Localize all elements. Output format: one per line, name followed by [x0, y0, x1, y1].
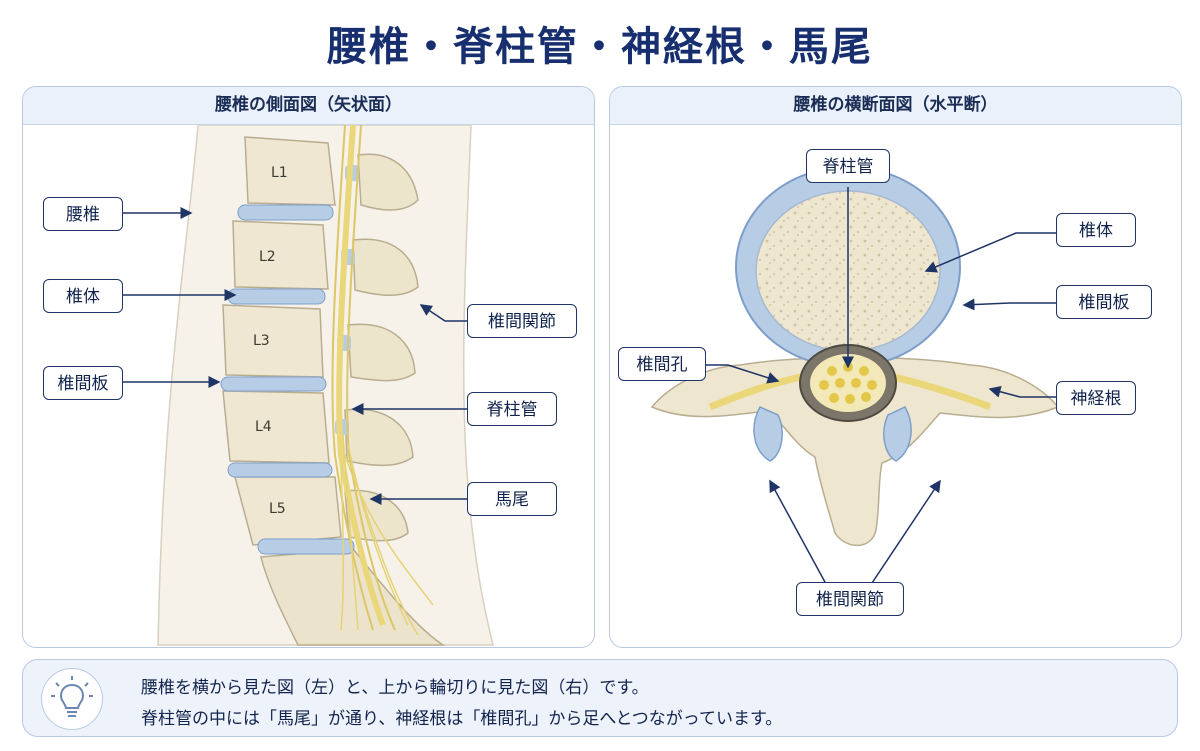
- vertebral-bodies: [222, 136, 446, 646]
- caption-box: 腰椎を横から見た図（左）と、上から輪切りに見た図（右）です。 脊柱管の中には「馬…: [22, 659, 1178, 737]
- label-lumbar: 腰椎: [43, 197, 123, 231]
- disc-l3-l4: [220, 376, 327, 392]
- vertebra-l1: [244, 136, 336, 206]
- sagittal-panel: 腰椎の側面図（矢状面）: [22, 86, 595, 648]
- label-facet-joint-axial: 椎間関節: [796, 582, 904, 616]
- sacrum: [260, 548, 446, 646]
- vertebra-l3: [222, 304, 324, 378]
- label-facet-joint: 椎間関節: [467, 304, 577, 338]
- axial-panel-header: 腰椎の横断面図（水平断）: [610, 87, 1181, 125]
- leader-lines-right: [706, 187, 1056, 596]
- label-disc: 椎間板: [43, 366, 123, 400]
- vertebra-label-l1: L1: [271, 165, 288, 181]
- disc-l5-s1: [257, 538, 355, 555]
- disc-l4-l5: [227, 462, 333, 478]
- label-spinal-canal-axial: 脊柱管: [806, 149, 890, 183]
- spinous-process-1: [357, 153, 419, 211]
- label-spinal-canal: 脊柱管: [467, 392, 557, 426]
- spinous-process-2: [352, 238, 419, 296]
- sagittal-panel-header: 腰椎の側面図（矢状面）: [23, 87, 594, 125]
- label-cauda-equina: 馬尾: [467, 482, 557, 516]
- vertebra-l5: [234, 476, 342, 546]
- spinous-process-3: [347, 323, 416, 382]
- lightbulb-icon: [41, 668, 103, 730]
- vertebra-l4: [222, 390, 330, 464]
- nerve-root-left: [708, 371, 811, 411]
- disc-l2-l3: [227, 288, 326, 305]
- intervertebral-discs: [220, 204, 355, 555]
- vertebra-label-l5: L5: [269, 501, 286, 517]
- vertebra-label-l3: L3: [253, 333, 270, 349]
- axial-panel: 腰椎の横断面図（水平断）: [609, 86, 1182, 648]
- posterior-elements: [335, 153, 419, 542]
- label-disc-axial: 椎間板: [1056, 285, 1152, 319]
- caption-line-2: 脊柱管の中には「馬尾」が通り、神経根は「椎間孔」から足へとつながっています。: [141, 709, 783, 729]
- facet-left: [753, 406, 783, 462]
- posterior-arch: [650, 356, 1060, 547]
- page-title: 腰椎・脊柱管・神経根・馬尾: [327, 24, 873, 70]
- vertebra-label-l4: L4: [255, 419, 272, 435]
- spinous-process-4: [344, 408, 414, 467]
- label-nerve-root: 神経根: [1056, 381, 1136, 415]
- label-vertebral-body-axial: 椎体: [1056, 213, 1136, 247]
- axial-illustration: [650, 166, 1060, 596]
- nerve-root-right: [885, 371, 992, 411]
- caption-line-1: 腰椎を横から見た図（左）と、上から輪切りに見た図（右）です。: [141, 678, 649, 698]
- spinous-process-5: [344, 489, 409, 542]
- vertebra-l2: [232, 220, 329, 290]
- facet-right: [883, 406, 912, 462]
- vertebra-label-l2: L2: [259, 249, 276, 265]
- cauda-equina: [331, 125, 434, 636]
- leader-lines: [123, 207, 467, 505]
- disc-l1-l2: [237, 204, 334, 221]
- sagittal-illustration: L1 L2 L3 L4 L5: [123, 125, 494, 646]
- label-vertebral-body: 椎体: [43, 279, 123, 313]
- label-foramen: 椎間孔: [618, 347, 706, 381]
